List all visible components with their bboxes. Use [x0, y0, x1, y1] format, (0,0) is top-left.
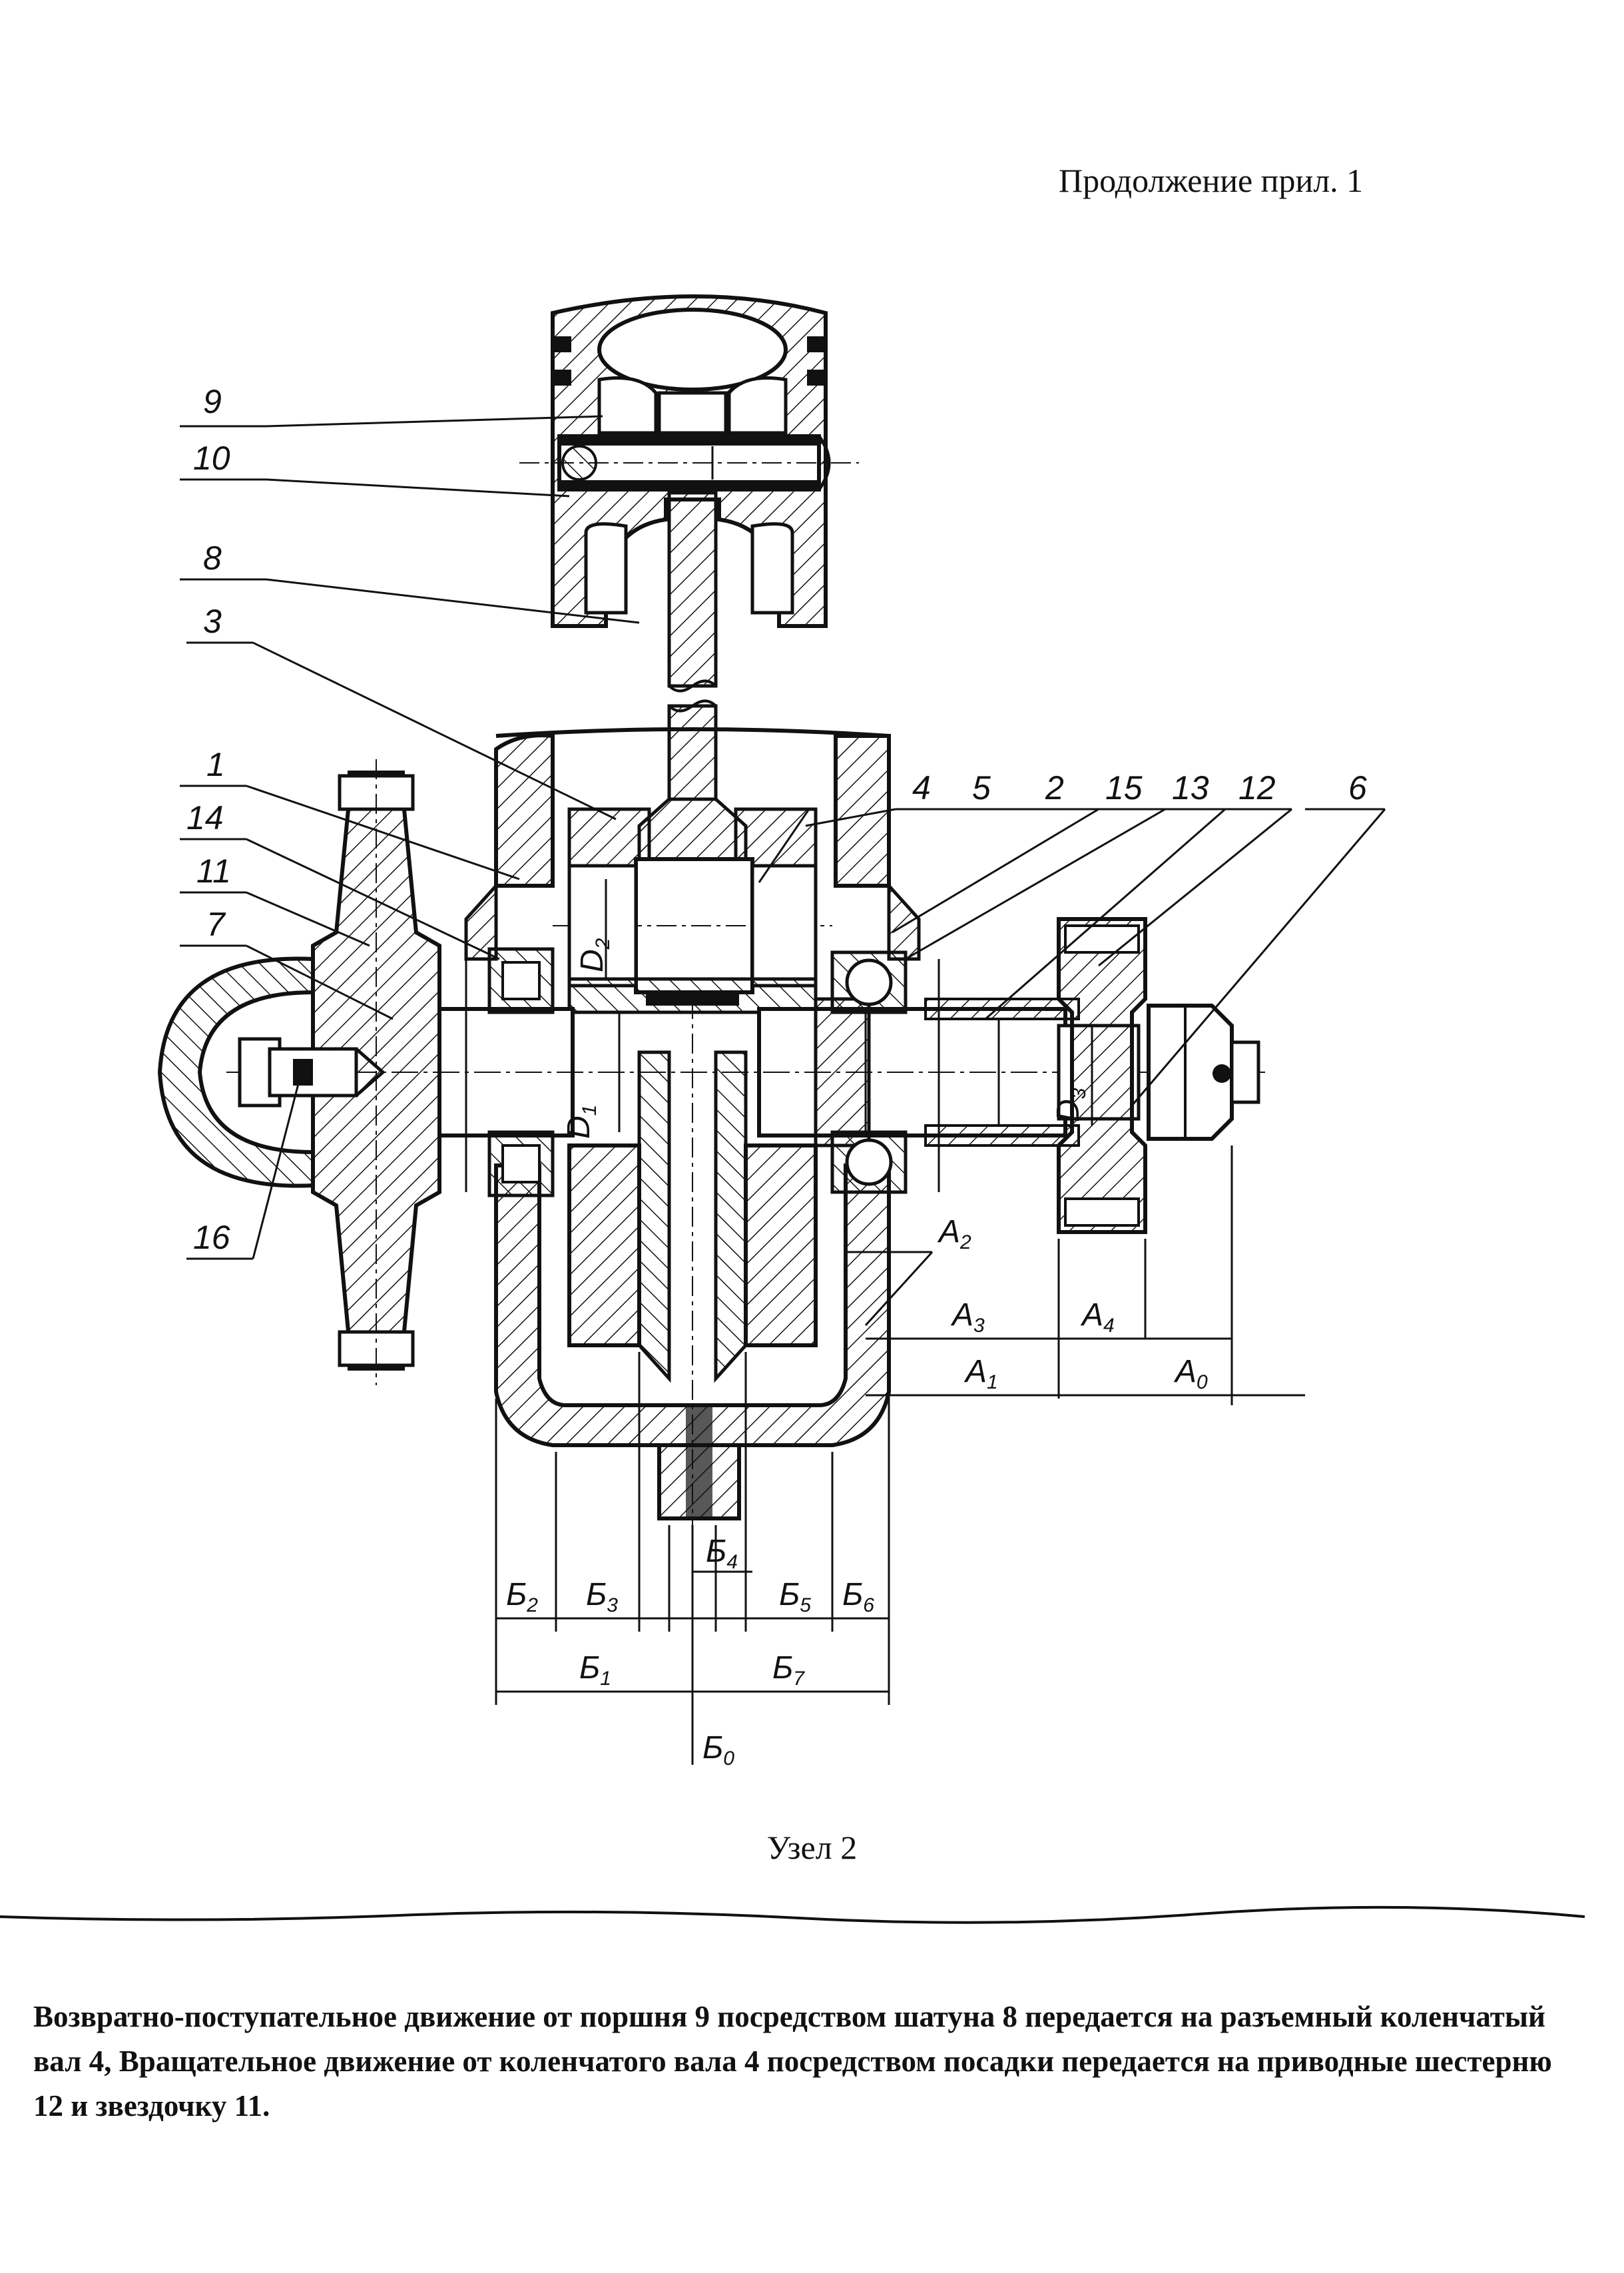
piston-ring	[553, 336, 571, 352]
callout-9: 9	[203, 383, 222, 420]
description-text: Возвратно-поступательное движение от пор…	[33, 2000, 1552, 2122]
drawing-caption: Узел 2	[766, 1829, 858, 1866]
dim-d2: D2	[575, 938, 614, 972]
callout-5: 5	[972, 769, 991, 807]
dim-b5: Б5	[779, 1577, 811, 1616]
nut	[1147, 1004, 1260, 1141]
dim-b0: Б0	[702, 1730, 734, 1770]
dim-a2: A2	[937, 1214, 971, 1253]
dim-a0: A0	[1173, 1354, 1208, 1393]
dimension-labels: D1 D2 D3 A2 A3 A4 A1 A0 Б2 Б3 Б4 Б5 Б6 Б…	[506, 938, 1208, 1770]
piston-cavity	[597, 308, 788, 392]
dim-a4: A4	[1080, 1297, 1115, 1337]
dim-d1: D1	[561, 1105, 601, 1139]
dim-d3: D3	[1051, 1088, 1090, 1122]
piston-ring	[553, 370, 571, 386]
dim-b3: Б3	[586, 1577, 618, 1616]
piston-pin-boss	[657, 391, 728, 435]
callout-13: 13	[1172, 769, 1209, 807]
bearings	[487, 947, 908, 1197]
callout-15: 15	[1105, 769, 1143, 807]
dimension-lines	[465, 879, 1305, 1765]
crankshaft	[553, 807, 832, 1525]
callout-14: 14	[186, 799, 224, 836]
connecting-rod	[637, 491, 748, 1006]
dim-a1: A1	[963, 1354, 998, 1393]
assembly-drawing: 9 10 8 3 1 14 11 7 16 4 5 2 15 13 12 6 D…	[157, 294, 1386, 1770]
callout-2: 2	[1045, 769, 1064, 807]
gear	[1057, 917, 1147, 1234]
callout-6: 6	[1348, 769, 1367, 807]
piston-ring	[807, 336, 826, 352]
callout-7: 7	[206, 906, 226, 943]
dim-b4: Б4	[706, 1534, 738, 1573]
leader-lines	[180, 415, 1386, 1260]
callout-11: 11	[196, 852, 231, 890]
callouts: 9 10 8 3 1 14 11 7 16 4 5 2 15 13 12 6	[186, 383, 1367, 1256]
callout-3: 3	[203, 603, 222, 640]
dim-b2: Б2	[506, 1577, 538, 1616]
tear-line	[0, 1905, 1585, 1924]
piston-ring	[807, 370, 826, 386]
callout-16: 16	[193, 1219, 230, 1256]
end-cover	[157, 956, 386, 1188]
piston-pin	[519, 434, 859, 491]
sprocket	[311, 759, 441, 1385]
callout-1: 1	[206, 746, 225, 783]
dim-b7: Б7	[772, 1650, 805, 1690]
callout-4: 4	[912, 769, 931, 807]
dim-b6: Б6	[842, 1577, 874, 1616]
callout-10: 10	[193, 440, 230, 477]
header-note: Продолжение прил. 1	[1059, 162, 1364, 199]
callout-8: 8	[203, 539, 222, 577]
dim-b1: Б1	[579, 1650, 611, 1690]
callout-12: 12	[1238, 769, 1276, 807]
dim-a3: A3	[950, 1297, 985, 1337]
